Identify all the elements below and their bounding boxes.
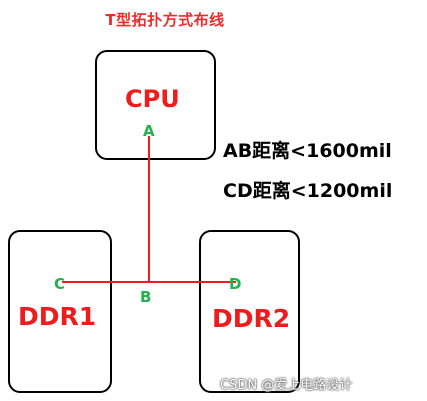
- diagram-title: T型拓扑方式布线: [105, 11, 225, 29]
- ab-distance-rule: AB距离<1600mil: [223, 140, 392, 162]
- ddr1-chip-box: [8, 230, 112, 393]
- node-d-label: D: [229, 275, 242, 293]
- node-b-label: B: [140, 288, 152, 306]
- csdn-watermark: CSDN @爱上电路设计: [220, 378, 353, 393]
- cpu-chip-box: [95, 50, 216, 160]
- ddr2-label: DDR2: [212, 304, 291, 333]
- node-a-label: A: [143, 122, 155, 140]
- node-c-label: C: [54, 275, 66, 293]
- cpu-label: CPU: [125, 85, 180, 113]
- ddr2-chip-box: [199, 230, 300, 393]
- cd-distance-rule: CD距离<1200mil: [223, 180, 393, 202]
- ddr1-label: DDR1: [18, 302, 97, 331]
